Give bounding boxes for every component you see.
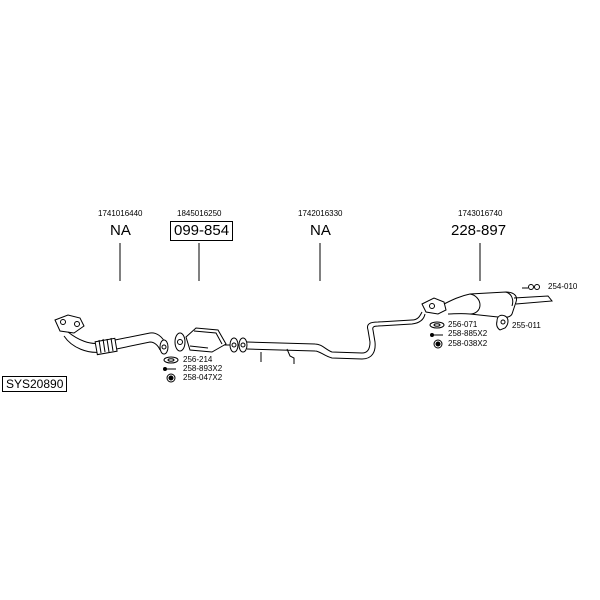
rear-accessory-bolt[interactable]: 258-885X2	[448, 329, 488, 338]
catalytic-converter[interactable]	[174, 327, 239, 353]
front-pipe[interactable]	[54, 314, 169, 356]
rear-silencer[interactable]	[421, 291, 553, 319]
front-accessory-gasket[interactable]: 256-214	[183, 355, 213, 364]
front-accessory-nut[interactable]: 258-047X2	[183, 373, 223, 382]
front-accessory-icons	[163, 356, 179, 383]
hanger-part-ref[interactable]: 255-011	[512, 321, 541, 330]
front-accessory-bolt[interactable]: 258-893X2	[183, 364, 223, 373]
part-ref-3[interactable]: NA	[310, 222, 331, 239]
tailpipe-part-ref[interactable]: 254-010	[548, 282, 578, 291]
middle-pipe[interactable]	[238, 311, 426, 364]
oe-number-4: 1743016740	[458, 209, 503, 218]
oe-number-3: 1742016330	[298, 209, 343, 218]
system-code: SYS20890	[2, 376, 68, 392]
rear-accessory-gasket[interactable]: 256-071	[448, 320, 478, 329]
hanger-icon	[496, 314, 509, 331]
rear-accessory-nut[interactable]: 258-038X2	[448, 339, 488, 348]
rear-accessory-icons	[429, 321, 445, 349]
oe-number-2: 1845016250	[177, 209, 222, 218]
tailpipe-clamp-icon	[522, 284, 540, 290]
part-ref-1[interactable]: NA	[110, 222, 131, 239]
part-ref-4[interactable]: 228-897	[451, 222, 507, 239]
oe-number-1: 1741016440	[98, 209, 143, 218]
part-ref-2[interactable]: 099-854	[170, 221, 234, 241]
